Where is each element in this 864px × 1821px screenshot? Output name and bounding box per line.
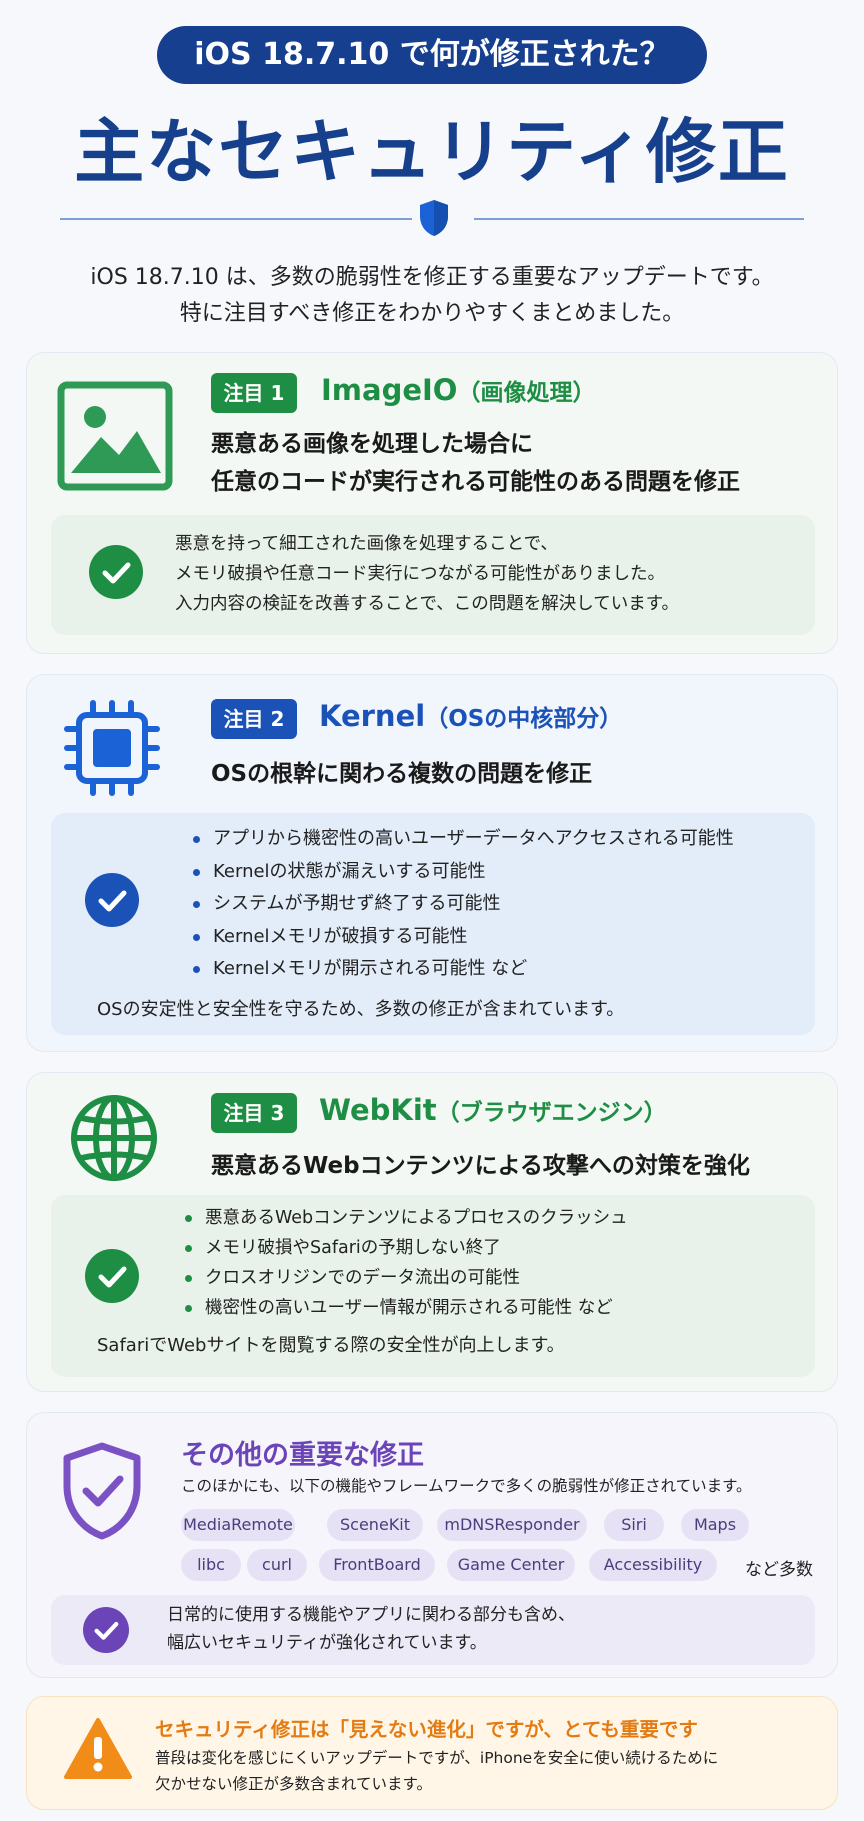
globe-icon bbox=[71, 1095, 157, 1181]
section-3-footnote: SafariでWebサイトを閲覧する際の安全性が向上します。 bbox=[97, 1335, 565, 1356]
detail-line: 入力内容の検証を改善することで、この問題を解決しています。 bbox=[175, 594, 679, 614]
chip-frontboard: FrontBoard bbox=[319, 1549, 435, 1581]
section-3-name-main: WebKit bbox=[319, 1093, 437, 1127]
badge-3: 注目 3 bbox=[211, 1093, 297, 1133]
others-note-text: 日常的に使用する機能やアプリに関わる部分も含め、 幅広いセキュリティが強化されて… bbox=[167, 1601, 575, 1657]
bullet-item: 悪意あるWebコンテンツによるプロセスのクラッシュ bbox=[181, 1203, 628, 1233]
bullet-item: システムが予期せず終了する可能性 bbox=[189, 888, 734, 921]
others-etc: など多数 bbox=[745, 1560, 813, 1580]
warning-line: 普段は変化を感じにくいアップデートですが、iPhoneを安全に使い続けるために bbox=[155, 1749, 719, 1767]
section-2-detail-box: アプリから機密性の高いユーザーデータへアクセスされる可能性 Kernelの状態が… bbox=[51, 813, 815, 1035]
warning-card: セキュリティ修正は「見えない進化」ですが、とても重要です 普段は変化を感じにくい… bbox=[26, 1696, 838, 1810]
check-circle-icon bbox=[89, 545, 143, 599]
others-description: このほかにも、以下の機能やフレームワークで多くの脆弱性が修正されています。 bbox=[181, 1477, 752, 1495]
section-2-name-sub: （OSの中核部分） bbox=[425, 706, 623, 732]
chip-icon bbox=[64, 700, 160, 796]
others-note-box: 日常的に使用する機能やアプリに関わる部分も含め、 幅広いセキュリティが強化されて… bbox=[51, 1595, 815, 1665]
warning-icon bbox=[64, 1718, 132, 1779]
shield-icon bbox=[420, 200, 448, 236]
image-icon bbox=[57, 381, 173, 491]
bullet-item: Kernelメモリが破損する可能性 bbox=[189, 921, 734, 954]
check-circle-icon bbox=[83, 1607, 129, 1653]
note-line: 日常的に使用する機能やアプリに関わる部分も含め、 bbox=[167, 1605, 575, 1625]
section-2-name: Kernel（OSの中核部分） bbox=[319, 699, 622, 733]
chip-accessibility: Accessibility bbox=[589, 1549, 717, 1581]
section-3-name-sub: （ブラウザエンジン） bbox=[436, 1100, 667, 1126]
section-2-footnote: OSの安定性と安全性を守るため、多数の修正が含まれています。 bbox=[97, 999, 625, 1020]
section-1-detail-text: 悪意を持って細工された画像を処理することで、 メモリ破損や任意コード実行につなが… bbox=[175, 529, 679, 619]
section-2-bullet-list: アプリから機密性の高いユーザーデータへアクセスされる可能性 Kernelの状態が… bbox=[189, 823, 734, 986]
bullet-item: 機密性の高いユーザー情報が開示される可能性 など bbox=[181, 1293, 628, 1323]
section-imageio-card: 注目 1 ImageIO（画像処理） 悪意ある画像を処理した場合に 任意のコード… bbox=[26, 352, 838, 654]
page-title: 主なセキュリティ修正 bbox=[74, 111, 790, 193]
others-title: その他の重要な修正 bbox=[181, 1440, 424, 1471]
bullet-item: Kernelの状態が漏えいする可能性 bbox=[189, 856, 734, 889]
badge-2: 注目 2 bbox=[211, 699, 297, 739]
section-1-name-main: ImageIO bbox=[321, 373, 458, 407]
divider-right bbox=[474, 218, 804, 220]
chip-scenekit: SceneKit bbox=[327, 1509, 423, 1541]
bullet-item: Kernelメモリが開示される可能性 など bbox=[189, 953, 734, 986]
badge-1: 注目 1 bbox=[211, 373, 297, 413]
bullet-item: クロスオリジンでのデータ流出の可能性 bbox=[181, 1263, 628, 1293]
section-1-name-sub: （画像処理） bbox=[457, 380, 596, 406]
section-2-headline: OSの根幹に関わる複数の問題を修正 bbox=[211, 761, 593, 787]
intro-text: iOS 18.7.10 は、多数の脆弱性を修正する重要なアップデートです。 特に… bbox=[0, 260, 864, 332]
intro-line-1: iOS 18.7.10 は、多数の脆弱性を修正する重要なアップデートです。 bbox=[90, 265, 774, 290]
chip-libc: libc bbox=[181, 1549, 241, 1581]
chip-mediaremote: MediaRemote bbox=[181, 1509, 295, 1541]
bullet-item: アプリから機密性の高いユーザーデータへアクセスされる可能性 bbox=[189, 823, 734, 856]
warning-title: セキュリティ修正は「見えない進化」ですが、とても重要です bbox=[155, 1718, 698, 1741]
detail-line: メモリ破損や任意コード実行につながる可能性がありました。 bbox=[175, 564, 665, 584]
section-1-headline: 悪意ある画像を処理した場合に 任意のコードが実行される可能性のある問題を修正 bbox=[211, 425, 740, 501]
chip-siri: Siri bbox=[604, 1509, 664, 1541]
section-1-headline-line-1: 悪意ある画像を処理した場合に bbox=[211, 431, 533, 457]
shield-check-icon bbox=[63, 1442, 141, 1540]
section-3-bullet-list: 悪意あるWebコンテンツによるプロセスのクラッシュ メモリ破損やSafariの予… bbox=[181, 1203, 628, 1323]
section-3-name: WebKit（ブラウザエンジン） bbox=[319, 1093, 667, 1127]
section-3-detail-box: 悪意あるWebコンテンツによるプロセスのクラッシュ メモリ破損やSafariの予… bbox=[51, 1195, 815, 1377]
warning-text: 普段は変化を感じにくいアップデートですが、iPhoneを安全に使い続けるために … bbox=[155, 1745, 718, 1797]
section-kernel-card: 注目 2 Kernel（OSの中核部分） OSの根幹に関わる複数の問題を修正 ア… bbox=[26, 674, 838, 1052]
chip-game-center: Game Center bbox=[447, 1549, 575, 1581]
bullet-item: メモリ破損やSafariの予期しない終了 bbox=[181, 1233, 628, 1263]
section-1-headline-line-2: 任意のコードが実行される可能性のある問題を修正 bbox=[211, 469, 740, 495]
note-line: 幅広いセキュリティが強化されています。 bbox=[167, 1633, 487, 1653]
warning-line: 欠かせない修正が多数含まれています。 bbox=[155, 1775, 432, 1793]
check-circle-icon bbox=[85, 1249, 139, 1303]
intro-line-2: 特に注目すべき修正をわかりやすくまとめました。 bbox=[179, 301, 685, 326]
section-3-headline: 悪意あるWebコンテンツによる攻撃への対策を強化 bbox=[211, 1153, 750, 1179]
chip-curl: curl bbox=[247, 1549, 307, 1581]
detail-line: 悪意を持って細工された画像を処理することで、 bbox=[175, 534, 558, 554]
section-1-name: ImageIO（画像処理） bbox=[321, 373, 595, 407]
section-webkit-card: 注目 3 WebKit（ブラウザエンジン） 悪意あるWebコンテンツによる攻撃へ… bbox=[26, 1072, 838, 1392]
section-1-detail-box: 悪意を持って細工された画像を処理することで、 メモリ破損や任意コード実行につなが… bbox=[51, 515, 815, 635]
header-pill: iOS 18.7.10 で何が修正された？ bbox=[157, 26, 707, 84]
section-2-name-main: Kernel bbox=[319, 699, 426, 733]
check-circle-icon bbox=[85, 873, 139, 927]
chip-mdnsresponder: mDNSResponder bbox=[437, 1509, 587, 1541]
others-card: その他の重要な修正 このほかにも、以下の機能やフレームワークで多くの脆弱性が修正… bbox=[26, 1412, 838, 1678]
divider-left bbox=[60, 218, 412, 220]
chip-maps: Maps bbox=[681, 1509, 749, 1541]
